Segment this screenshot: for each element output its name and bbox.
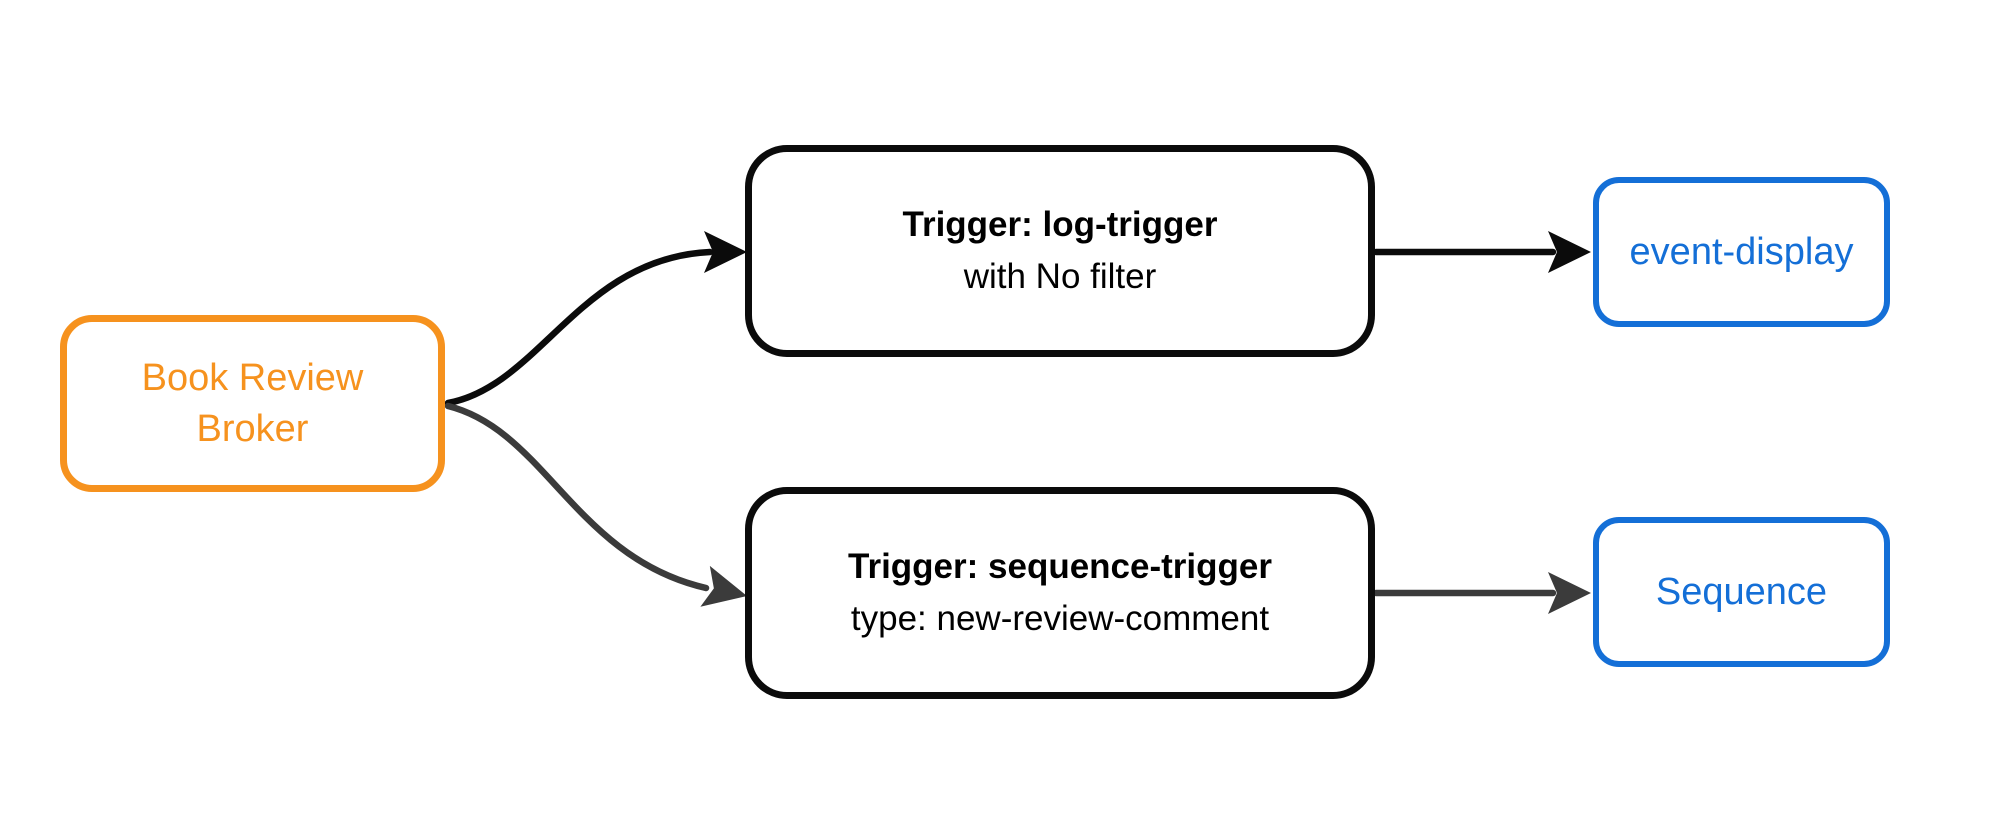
edge-broker-to-log-trigger (444, 248, 714, 407)
log-trigger-node: Trigger: log-trigger with No filter (745, 145, 1375, 357)
edge-broker-to-sequence-trigger (444, 402, 710, 592)
broker-node: Book Review Broker (60, 315, 445, 492)
log-trigger-title: Trigger: log-trigger (902, 204, 1218, 244)
arrowhead-log-trigger-icon (704, 231, 747, 273)
event-display-node: event-display (1593, 177, 1890, 327)
sequence-label: Sequence (1655, 570, 1828, 613)
sequence-node: Sequence (1593, 517, 1890, 667)
sequence-trigger-title: Trigger: sequence-trigger (848, 546, 1272, 586)
sequence-trigger-subtitle: type: new-review-comment (850, 599, 1270, 638)
event-display-label: event-display (1629, 230, 1854, 273)
arrowhead-sequence-icon (1548, 572, 1591, 614)
log-trigger-subtitle: with No filter (963, 257, 1157, 296)
broker-label-line2: Broker (196, 407, 309, 450)
broker-label-line1: Book Review (141, 357, 364, 400)
arrowhead-event-display-icon (1548, 231, 1591, 273)
sequence-trigger-node: Trigger: sequence-trigger type: new-revi… (745, 487, 1375, 699)
